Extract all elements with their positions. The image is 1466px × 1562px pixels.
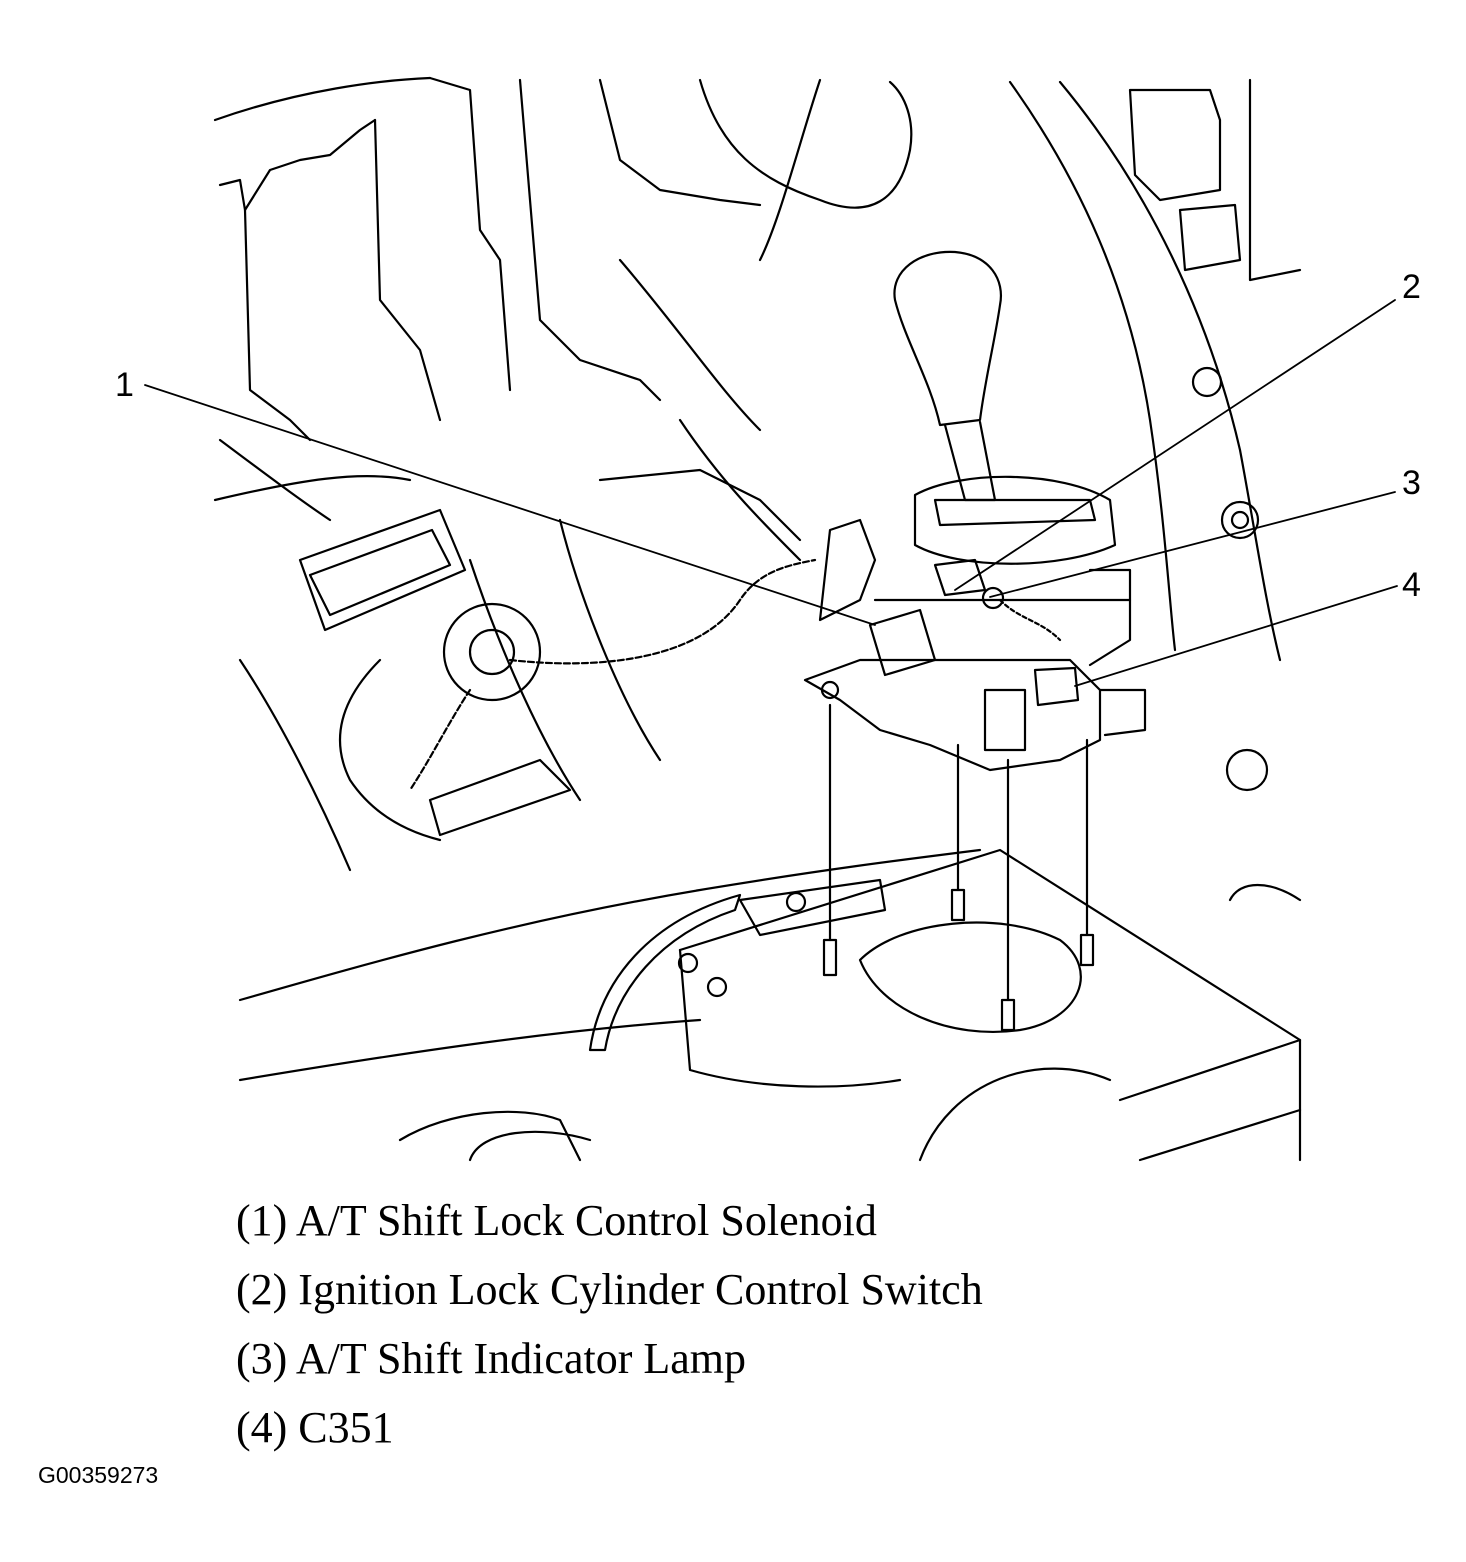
component-locator-drawing <box>144 76 1398 1162</box>
shift-lock-solenoid <box>868 608 937 677</box>
callout-leaders <box>144 299 1398 687</box>
callout-number-2: 2 <box>1402 268 1421 306</box>
leader-line-3 <box>989 491 1396 598</box>
callout-number-4: 4 <box>1402 566 1421 604</box>
legend-item-2: (2) Ignition Lock Cylinder Control Switc… <box>236 1265 983 1314</box>
callout-number-1: 1 <box>115 366 134 404</box>
legend-item-1: (1) A/T Shift Lock Control Solenoid <box>236 1196 877 1245</box>
component-legend: (1) A/T Shift Lock Control Solenoid (2) … <box>236 1192 983 1468</box>
callout-number-3: 3 <box>1402 464 1421 502</box>
connector-c351 <box>1033 666 1080 707</box>
leader-line-4 <box>1074 585 1398 687</box>
indicator-lamp <box>981 586 1005 610</box>
leader-line-1 <box>144 384 876 626</box>
shifter-assembly <box>408 250 1147 1032</box>
shift-indicator-plate <box>913 475 1117 565</box>
floor-pan-outline <box>213 76 1302 1162</box>
ignition-lock-switch <box>933 558 987 597</box>
figure-id: G00359273 <box>38 1462 159 1488</box>
legend-item-3: (3) A/T Shift Indicator Lamp <box>236 1334 746 1383</box>
legend-item-4: (4) C351 <box>236 1403 394 1452</box>
shift-knob <box>893 250 1002 427</box>
leader-line-2 <box>954 299 1396 591</box>
